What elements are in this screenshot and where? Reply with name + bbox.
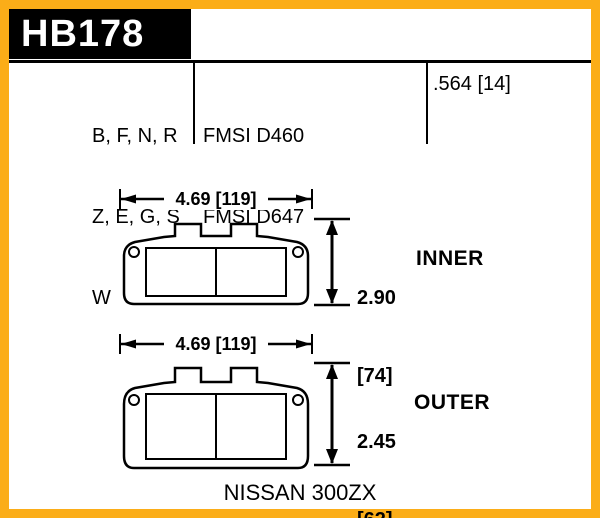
inner-height-dimension-arrow xyxy=(314,217,350,307)
arrowhead-right xyxy=(296,194,311,204)
mount-hole-right xyxy=(292,394,304,406)
inner-height-mm: [74] xyxy=(357,365,393,387)
part-number: HB178 xyxy=(21,13,145,55)
divider-fmsi-thickness xyxy=(426,60,428,144)
arrowhead-left xyxy=(121,339,136,349)
backing-plate-outline xyxy=(122,366,310,470)
backing-plate-outline xyxy=(122,222,310,306)
compound-list: B, F, N, R Z, E, G, S W xyxy=(92,69,180,366)
inner-height-inches: 2.90 xyxy=(357,287,396,309)
outer-position-label: OUTER xyxy=(414,391,490,414)
outer-height-label: 2.45 [62] xyxy=(357,377,396,518)
compound-row-2: Z, E, G, S xyxy=(92,206,180,228)
inner-position-label: INNER xyxy=(416,247,484,270)
arrowhead-left xyxy=(121,194,136,204)
card-background xyxy=(9,9,591,509)
inner-height-label: 2.90 [74] xyxy=(357,233,396,441)
fmsi-number-2: FMSI D647 xyxy=(203,206,305,228)
arrowhead-up xyxy=(326,220,338,235)
pad-thickness-value: .564 [14] xyxy=(433,73,511,95)
compound-row-1: B, F, N, R xyxy=(92,125,178,147)
mount-hole-left xyxy=(128,246,140,258)
outer-pad-drawing xyxy=(122,366,310,470)
divider-compounds-fmsi xyxy=(193,60,195,144)
fmsi-number-1: FMSI D460 xyxy=(203,125,305,147)
part-number-box: HB178 xyxy=(9,9,191,59)
outer-height-dimension-arrow xyxy=(314,361,350,467)
outer-height-mm: [62] xyxy=(357,507,396,518)
fmsi-list: FMSI D460 FMSI D647 xyxy=(203,69,304,285)
outer-height-inches: 2.45 xyxy=(357,431,396,453)
arrowhead-down xyxy=(326,449,338,464)
arrowhead-right xyxy=(296,339,311,349)
friction-material-outline xyxy=(145,393,287,460)
inner-pad-drawing xyxy=(122,222,310,306)
arrowhead-down xyxy=(326,289,338,304)
friction-material-outline xyxy=(145,247,287,297)
inner-width-label: 4.69 [119] xyxy=(164,188,268,210)
compound-row-3: W xyxy=(92,287,111,309)
outer-width-label: 4.69 [119] xyxy=(164,333,268,355)
vehicle-application: NISSAN 300ZX xyxy=(223,480,377,505)
arrowhead-up xyxy=(326,364,338,379)
mount-hole-right xyxy=(292,246,304,258)
header-rule xyxy=(9,60,591,63)
mount-hole-left xyxy=(128,394,140,406)
